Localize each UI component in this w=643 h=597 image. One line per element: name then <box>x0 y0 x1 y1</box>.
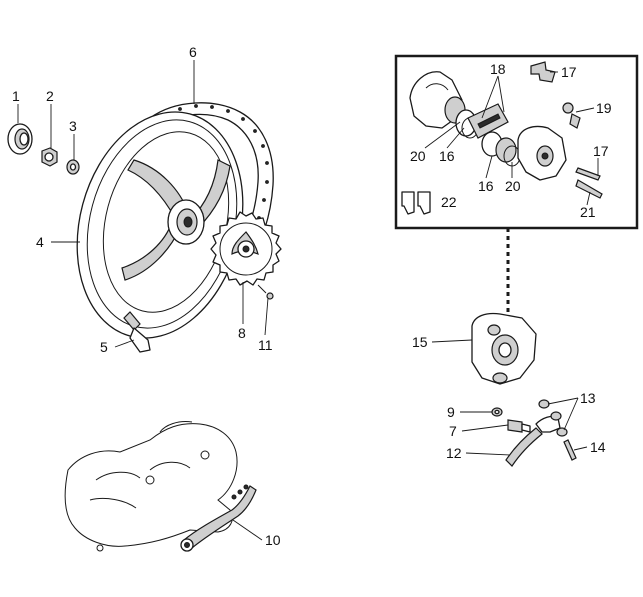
valve-part <box>123 311 151 353</box>
disc-screw-part <box>257 284 274 300</box>
caliper-detail-box <box>394 54 639 230</box>
callout-8: 8 <box>238 325 246 341</box>
callout-12: 12 <box>446 445 462 461</box>
callout-17-top: 17 <box>561 64 577 80</box>
caliper-bolt-part <box>507 419 531 433</box>
kickstart-lever-part <box>180 484 257 552</box>
callout-18: 18 <box>490 61 506 77</box>
callout-21: 21 <box>580 204 596 220</box>
callout-9: 9 <box>447 404 455 420</box>
callout-6: 6 <box>189 44 197 60</box>
callout-16-right: 16 <box>478 178 494 194</box>
caliper-washer-part <box>491 407 503 417</box>
callout-10: 10 <box>265 532 281 548</box>
brake-hose-part <box>505 399 568 467</box>
banjo-bolt-part <box>550 411 577 461</box>
callout-17-bottom: 17 <box>593 143 609 159</box>
callout-14: 14 <box>590 439 606 455</box>
brake-disc-part <box>210 211 282 286</box>
callout-16-left: 16 <box>439 148 455 164</box>
callout-labels: 1 2 3 4 5 6 7 8 9 10 11 12 13 14 15 16 1… <box>12 44 612 548</box>
callout-19: 19 <box>596 100 612 116</box>
callout-5: 5 <box>100 339 108 355</box>
leader-lines <box>17 60 599 541</box>
callout-11: 11 <box>258 337 273 353</box>
engine-case-part <box>64 421 238 552</box>
brake-caliper-part <box>471 312 537 385</box>
callout-4: 4 <box>36 234 44 250</box>
washer-part <box>66 159 80 175</box>
callout-13: 13 <box>580 390 596 406</box>
callout-20-left: 20 <box>410 148 426 164</box>
callout-1: 1 <box>12 88 20 104</box>
callout-3: 3 <box>69 118 77 134</box>
callout-2: 2 <box>46 88 54 104</box>
callout-20-right: 20 <box>505 178 521 194</box>
nut-part <box>41 147 58 167</box>
callout-22: 22 <box>441 194 457 210</box>
seal-ring-part <box>7 123 33 155</box>
callout-7: 7 <box>449 423 457 439</box>
callout-15: 15 <box>412 334 428 350</box>
